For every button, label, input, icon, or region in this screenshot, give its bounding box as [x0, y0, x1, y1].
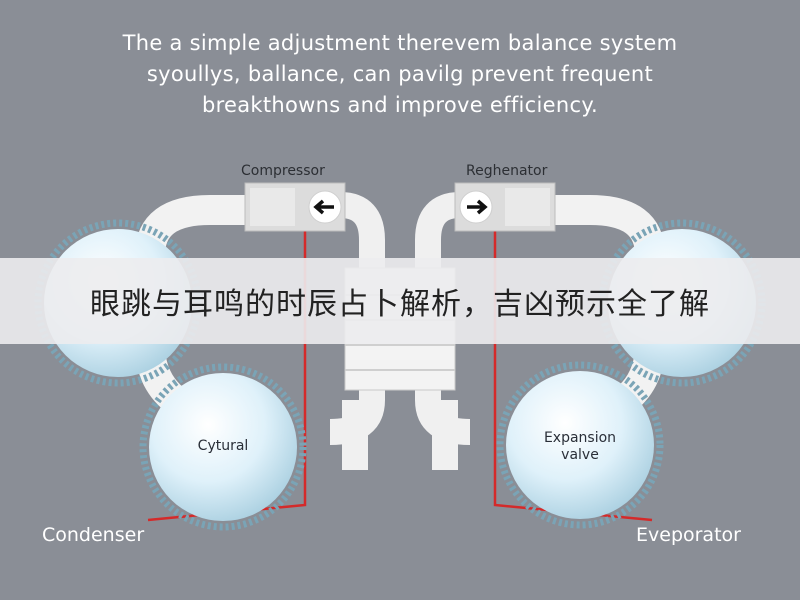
- title-banner: 眼跳与耳鸣的时辰占卜解析，吉凶预示全了解: [0, 258, 800, 344]
- intro-line-2: syoullys, ballance, can pavilg prevent f…: [146, 62, 654, 86]
- cytural-circle: [139, 363, 307, 531]
- cytural-label: Cytural: [197, 438, 249, 454]
- expansion-valve-circle: [496, 361, 664, 529]
- arrow-left-icon: [313, 199, 334, 215]
- banner-text: 眼跳与耳鸣的时辰占卜解析，吉凶预示全了解: [90, 287, 710, 322]
- expansion-label-line-1: Expansion: [543, 430, 617, 446]
- condenser-label: Condenser: [42, 524, 145, 546]
- regenerator-label: Reghenator: [466, 163, 548, 179]
- arrow-right-icon: [467, 199, 488, 215]
- intro-line-1: The a simple adjustment therevem balance…: [122, 31, 678, 55]
- evaporator-label: Eveporator: [636, 524, 741, 546]
- intro-line-3: breakthowns and improve efficiency.: [201, 93, 599, 117]
- expansion-valve-label: Expansion valve: [525, 430, 635, 464]
- regenerator-unit: [454, 182, 556, 232]
- compressor-label: Compressor: [241, 163, 325, 179]
- expansion-label-line-2: valve: [561, 447, 599, 463]
- intro-text: The a simple adjustment therevem balance…: [0, 28, 800, 121]
- compressor-unit: [244, 182, 346, 232]
- center-pipes: [329, 192, 471, 470]
